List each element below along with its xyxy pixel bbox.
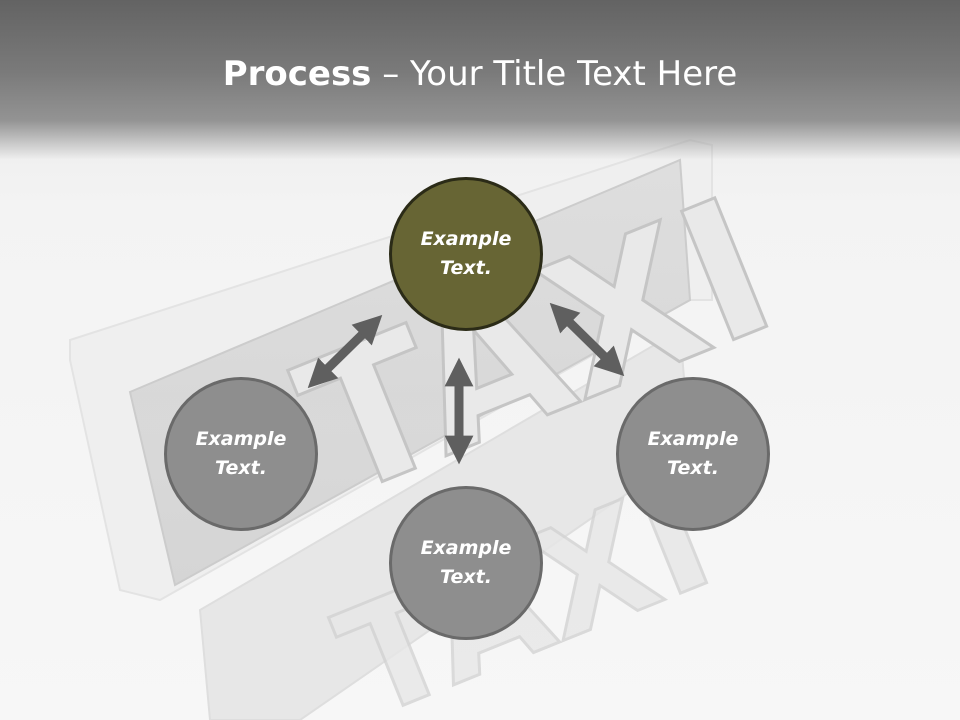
node-top-center[interactable]: Example Text. [389,177,543,331]
node-right[interactable]: Example Text. [616,377,770,531]
node-top-label: Example Text. [420,228,512,279]
slide-title: Process – Your Title Text Here [0,52,960,96]
arrow-top-left [307,314,383,389]
slide-title-bold: Process [222,54,372,94]
title-band [0,0,960,160]
node-left-label: Example Text. [195,428,287,479]
node-bottom[interactable]: Example Text. [389,486,543,640]
node-left[interactable]: Example Text. [164,377,318,531]
node-bottom-label: Example Text. [420,537,512,588]
node-right-label: Example Text. [647,428,739,479]
arrow-top-right [549,302,625,377]
slide-title-rest: – Your Title Text Here [371,54,738,94]
